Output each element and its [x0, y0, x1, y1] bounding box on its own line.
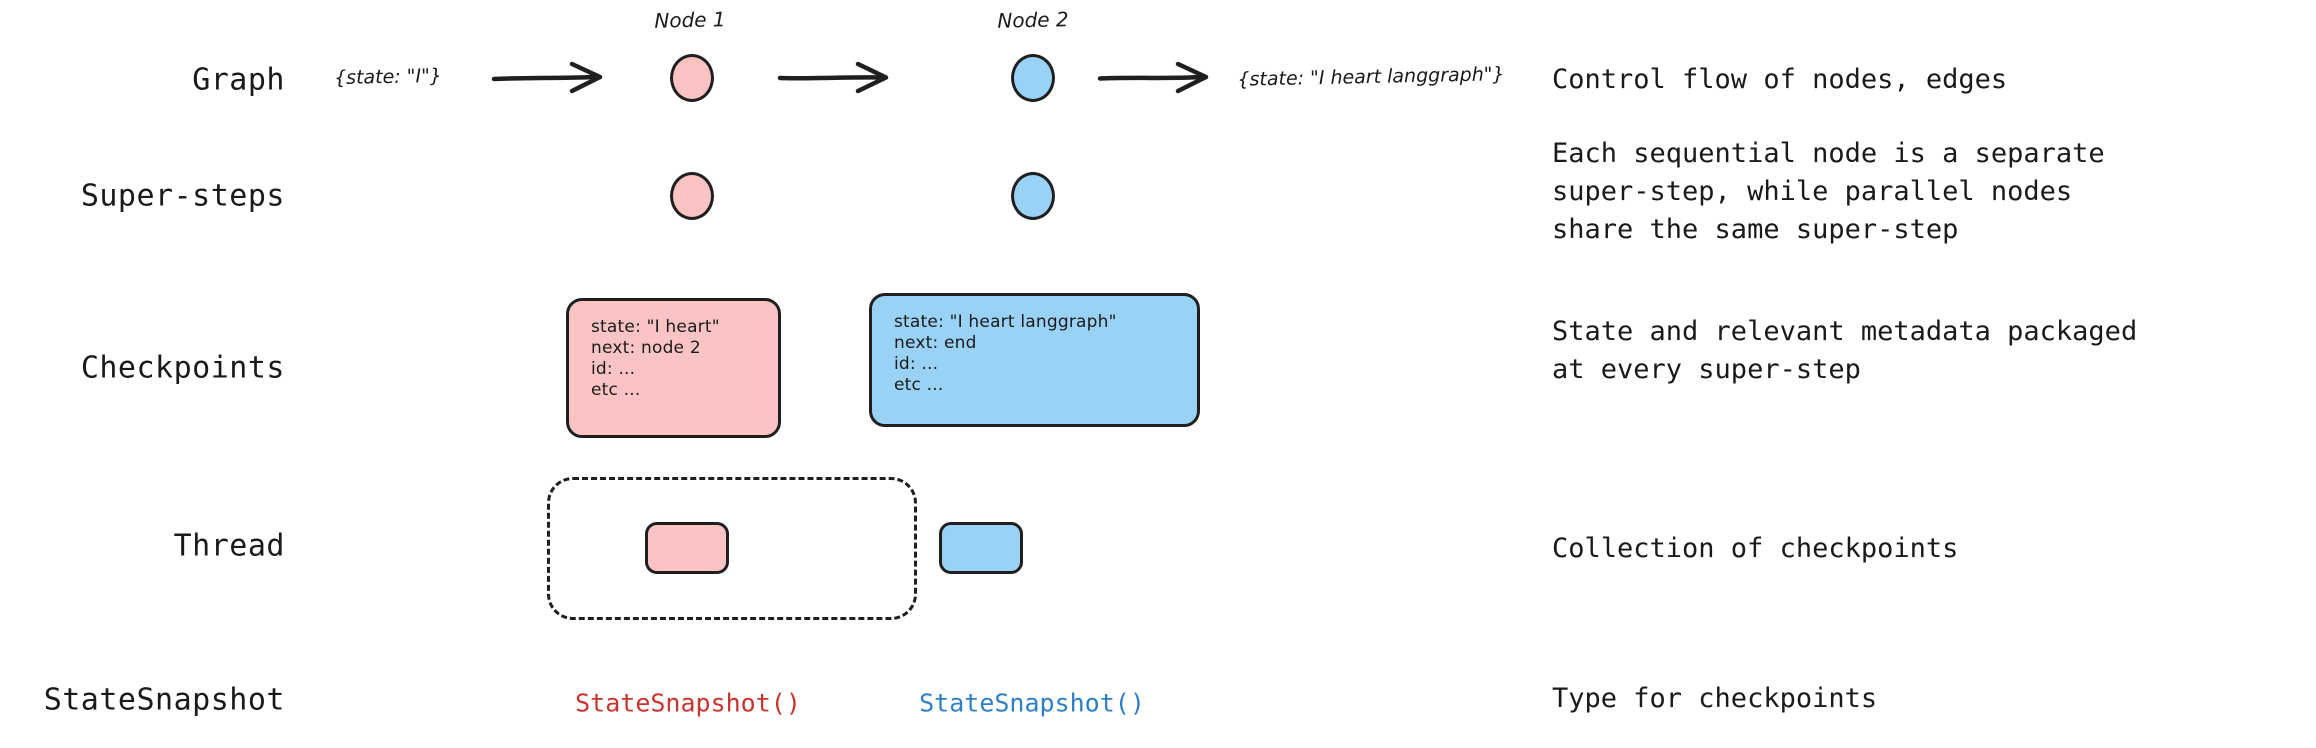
graph-node-1-circle — [670, 54, 714, 102]
row-label-checkpoints: Checkpoints — [80, 350, 285, 386]
checkpoint-pink-line-next: next: node 2 — [591, 338, 701, 358]
checkpoint-box-pink: state: "I heart" next: node 2 id: ... et… — [566, 298, 781, 438]
graph-edge-arrow-2 — [777, 61, 889, 94]
checkpoint-blue-line-next: next: end — [894, 333, 977, 353]
checkpoint-pink-line-id: id: ... — [591, 359, 636, 379]
row-description-graph: Control flow of nodes, edges — [1552, 64, 2008, 95]
row-label-super-steps: Super-steps — [80, 178, 285, 214]
checkpoint-blue-line-etc: etc ... — [894, 375, 944, 395]
thread-checkpoint-chip-pink — [645, 522, 729, 574]
checkpoint-pink-line-etc: etc ... — [591, 380, 641, 400]
graph-edge-arrow-3 — [1097, 61, 1209, 94]
checkpoint-pink-line-state: state: "I heart" — [591, 317, 720, 337]
statesnapshot-label-pink: StateSnapshot() — [575, 688, 801, 718]
graph-output-state-label: {state: "I heart langgraph"} — [1237, 63, 1505, 91]
super-step-2-circle — [1011, 172, 1055, 220]
row-label-graph: Graph — [192, 62, 285, 98]
row-description-checkpoints: State and relevant metadata packaged at … — [1552, 316, 2138, 385]
row-description-super-steps: Each sequential node is a separate super… — [1552, 138, 2105, 245]
thread-container — [547, 477, 917, 620]
node-1-label: Node 1 — [654, 7, 726, 33]
statesnapshot-label-blue: StateSnapshot() — [919, 688, 1145, 718]
super-step-1-circle — [670, 172, 714, 220]
graph-input-state-label: {state: "I"} — [333, 64, 443, 90]
node-2-label: Node 2 — [997, 7, 1069, 33]
thread-checkpoint-chip-blue — [939, 522, 1023, 574]
checkpoint-blue-line-id: id: ... — [894, 354, 939, 374]
row-description-thread: Collection of checkpoints — [1552, 533, 1959, 564]
checkpoint-box-blue: state: "I heart langgraph" next: end id:… — [869, 293, 1200, 427]
graph-node-2-circle — [1011, 54, 1055, 102]
row-label-thread: Thread — [173, 528, 285, 564]
row-description-statesnapshot: Type for checkpoints — [1552, 683, 1878, 714]
graph-edge-arrow-1 — [491, 61, 603, 94]
row-label-statesnapshot: StateSnapshot — [43, 682, 285, 718]
checkpoint-blue-line-state: state: "I heart langgraph" — [894, 312, 1117, 332]
